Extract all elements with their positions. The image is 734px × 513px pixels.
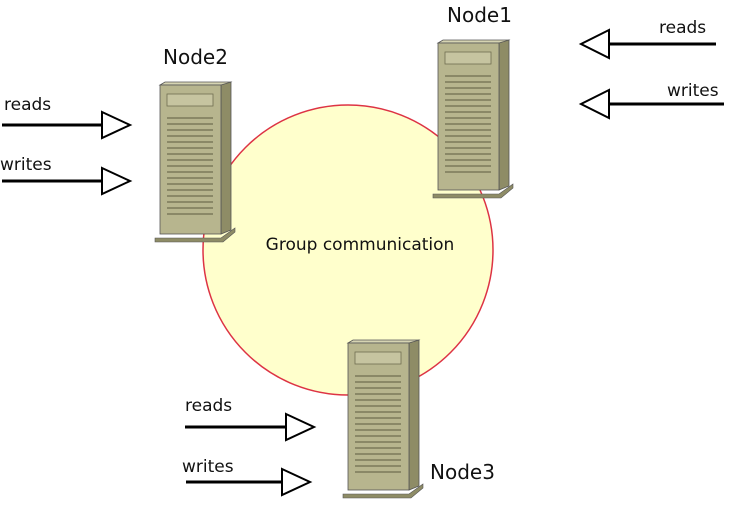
node3-reads-label: reads bbox=[185, 396, 232, 416]
node1-writes-arrow-icon bbox=[578, 88, 724, 120]
node3-writes-arrow-icon bbox=[186, 467, 313, 497]
group-communication-label: Group communication bbox=[266, 235, 455, 255]
node2-reads-arrow-icon bbox=[2, 110, 133, 140]
node1-reads-arrow-icon bbox=[578, 28, 716, 60]
node1-writes-label: writes bbox=[667, 81, 719, 101]
node3-reads-arrow-icon bbox=[185, 412, 317, 442]
node1-label: Node1 bbox=[447, 3, 512, 27]
node2-label: Node2 bbox=[163, 45, 228, 69]
node2-writes-label: writes bbox=[0, 155, 52, 175]
node2-server-icon bbox=[154, 81, 236, 243]
node2-reads-label: reads bbox=[4, 95, 51, 115]
node1-server-icon bbox=[432, 39, 514, 199]
node3-server-icon bbox=[342, 339, 424, 499]
node2-writes-arrow-icon bbox=[2, 166, 133, 196]
node3-label: Node3 bbox=[430, 460, 495, 484]
node3-writes-label: writes bbox=[182, 457, 234, 477]
node1-reads-label: reads bbox=[659, 18, 706, 38]
